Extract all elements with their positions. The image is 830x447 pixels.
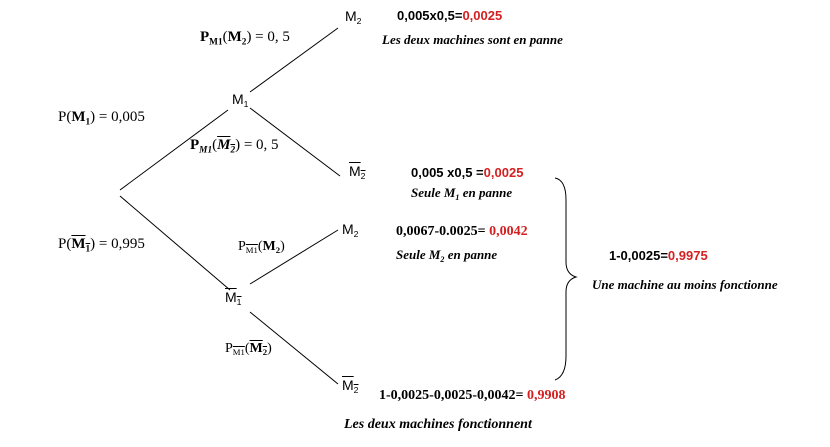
brace-calc: 1-0,0025=0,9975 — [609, 248, 708, 263]
node-m2-bottom: M2 — [342, 221, 359, 240]
label-p-m1-m2bar: PM1(M2) = 0, 5 — [190, 137, 279, 156]
curly-brace — [554, 177, 578, 381]
label-p-m1: P(M1) = 0,005 — [58, 109, 145, 128]
label-p-m1bar: P(M1) = 0,995 — [58, 236, 145, 255]
result-3-calc: 0,0067-0.0025= 0,0042 — [396, 224, 528, 239]
node-m1bar: M1 — [225, 289, 242, 308]
result-2-calc: 0,005 x0,5 =0,0025 — [411, 165, 524, 180]
branch-root-m1 — [119, 109, 229, 191]
branch-m1bar-m2bar — [249, 311, 339, 385]
result-4-caption: Les deux machines fonctionnent — [344, 417, 532, 432]
node-m2bar-top: M2 — [349, 163, 366, 182]
branch-m1-m2 — [249, 27, 339, 93]
result-1-caption: Les deux machines sont en panne — [382, 32, 563, 47]
node-m2bar-bottom: M2 — [342, 377, 359, 396]
label-p-m1bar-m2bar: PM1(M2) — [225, 341, 272, 358]
result-1-calc: 0,005x0,5=0,0025 — [397, 8, 503, 23]
node-m1: M1 — [232, 91, 249, 110]
branch-m1-m2bar — [249, 107, 341, 177]
result-2-caption: Seule M1 en panne — [411, 185, 513, 202]
label-p-m1-m2: PM1(M2) = 0, 5 — [200, 29, 290, 48]
result-3-caption: Seule M2 en panne — [396, 247, 498, 264]
label-p-m1bar-m2: PM1(M2) — [238, 239, 285, 256]
result-4-calc: 1-0,0025-0,0025-0,0042= 0,9908 — [379, 388, 566, 403]
brace-caption: Une machine au moins fonctionne — [592, 277, 778, 292]
branch-m1bar-m2 — [249, 229, 339, 285]
node-m2-top: M2 — [345, 8, 362, 27]
branch-root-m1bar — [119, 195, 231, 291]
